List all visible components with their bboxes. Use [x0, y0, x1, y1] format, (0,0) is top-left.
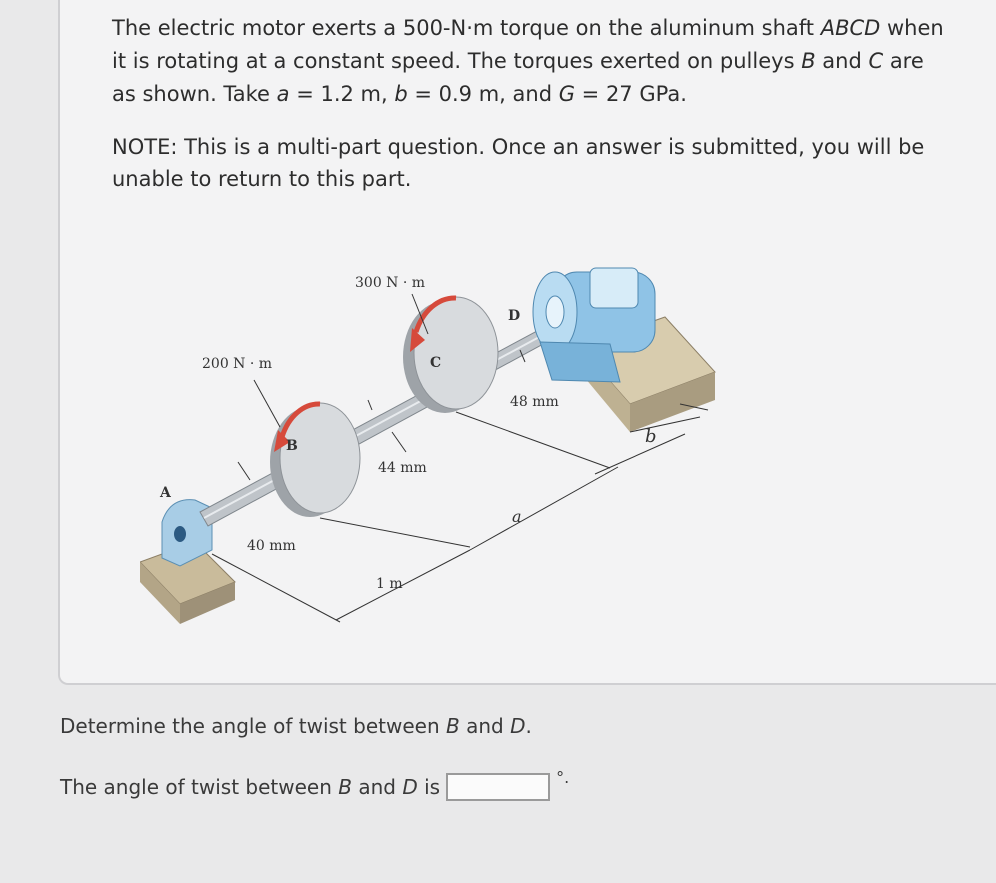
tick-c — [367, 399, 373, 411]
dim-a-label: a — [512, 507, 522, 526]
torque-b-leader — [253, 379, 281, 428]
torque-b-arrow — [279, 401, 321, 438]
text-segment: The angle of twist between — [60, 775, 339, 799]
dia-ab-leader — [237, 461, 251, 481]
answer-input[interactable] — [446, 773, 551, 801]
dim-ab-ext — [211, 553, 341, 623]
text-segment: = 0.9 m, and — [407, 82, 559, 106]
text-segment: ABCD — [820, 16, 881, 40]
text-segment: C — [868, 49, 884, 73]
text-segment: B — [338, 775, 352, 799]
tick-d — [519, 349, 526, 363]
dim-d-ext — [629, 416, 701, 433]
shaft-figure: 300 N · m 200 N · m A B C D 40 mm 44 mm … — [139, 232, 740, 652]
motor-foot — [539, 341, 621, 383]
torque-c-arrow — [413, 295, 457, 333]
dim-c-ext — [455, 411, 611, 469]
support-a-base-side — [180, 582, 235, 624]
point-c-label: C — [430, 355, 441, 371]
degree-unit: °. — [556, 767, 570, 787]
text-segment: D — [402, 775, 418, 799]
dim-b-line — [594, 433, 686, 475]
dia-cd-label: 48 mm — [510, 394, 559, 410]
len-bc-label: 1 m — [376, 576, 403, 592]
part-question: Determine the angle of twist between B a… — [60, 714, 760, 738]
dim-bc-line — [335, 549, 471, 621]
dia-ab-label: 40 mm — [247, 538, 296, 554]
motor-base-side — [630, 372, 715, 432]
answer-row: The angle of twist between B and D is °. — [60, 767, 570, 804]
dim-b-tick — [679, 403, 709, 411]
text-segment: D — [510, 714, 526, 738]
motor-hub — [545, 295, 565, 329]
text-segment: is — [417, 775, 441, 799]
problem-statement: The electric motor exerts a 500-N·m torq… — [112, 12, 952, 111]
shaft-diagram: 300 N · m 200 N · m A B C D 40 mm 44 mm … — [139, 267, 716, 624]
support-a-base-front — [140, 562, 180, 624]
point-b-label: B — [286, 438, 298, 454]
point-d-label: D — [508, 308, 520, 324]
dia-bc-leader — [391, 431, 407, 453]
dim-b-label: b — [645, 426, 657, 447]
text-segment: and — [459, 714, 511, 738]
text-segment: B — [445, 714, 460, 738]
note-text: NOTE: This is a multi-part question. Onc… — [112, 135, 925, 191]
text-segment: and — [352, 775, 403, 799]
text-segment: G — [558, 82, 575, 106]
support-a-hole — [174, 526, 186, 542]
text-segment: when it is rotating at a constant speed.… — [112, 16, 944, 73]
text-segment: b — [394, 82, 408, 106]
text-segment: are as shown. Take — [112, 49, 924, 106]
torque-c-arrowhead — [410, 328, 425, 352]
text-segment: . — [525, 714, 532, 738]
text-segment: B — [801, 49, 816, 73]
torque-c-label: 300 N · m — [355, 275, 425, 291]
support-a-bracket — [161, 499, 213, 567]
answer-prompt: The angle of twist between B and D is — [60, 775, 440, 799]
text-segment: = 1.2 m, — [289, 82, 395, 106]
text-segment: Determine the angle of twist between — [60, 714, 446, 738]
dia-bc-label: 44 mm — [378, 460, 427, 476]
text-segment: = 27 GPa. — [575, 82, 687, 106]
torque-c-leader — [411, 293, 429, 335]
torque-b-arrowhead — [274, 430, 290, 452]
point-a-label: A — [159, 485, 172, 501]
shaft — [199, 323, 559, 527]
text-segment: The electric motor exerts a 500-N·m torq… — [112, 16, 821, 40]
dim-b-ext — [319, 517, 471, 548]
dim-a-line — [469, 466, 619, 551]
torque-b-label: 200 N · m — [202, 356, 272, 372]
text-segment: and — [815, 49, 869, 73]
motor-vent — [589, 267, 639, 309]
text-segment: a — [276, 82, 290, 106]
